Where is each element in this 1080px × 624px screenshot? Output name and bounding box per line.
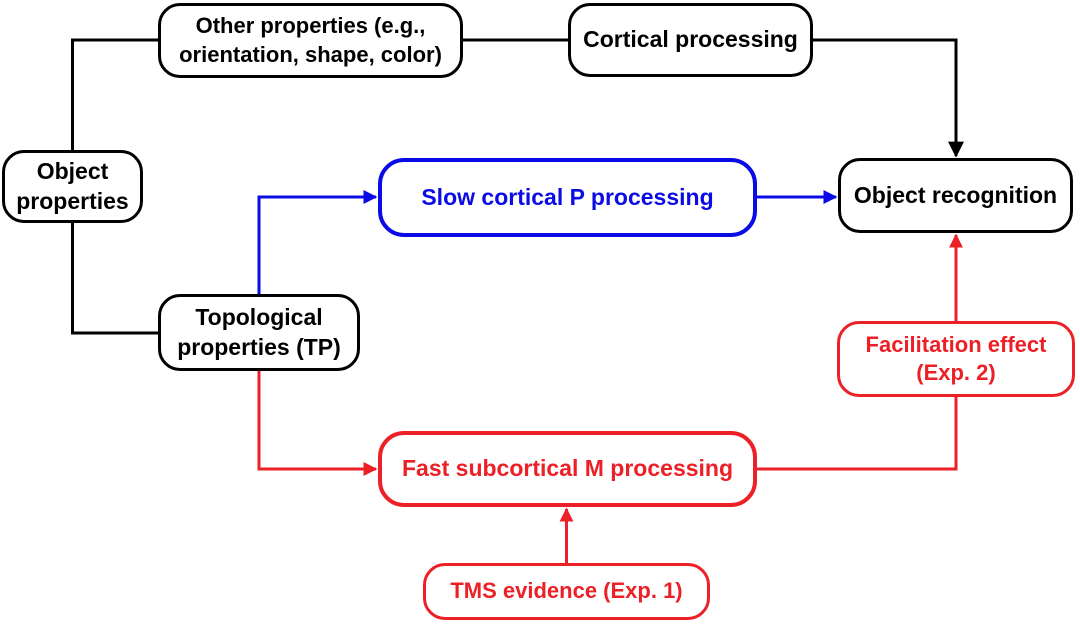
edge-topological-properties-to-fast-subcortical: [257, 371, 378, 476]
node-object-properties-label: Object properties: [16, 158, 129, 214]
node-facilitation-effect-label: Facilitation effect (Exp. 2): [865, 331, 1047, 385]
node-object-recognition: Object recognition: [838, 158, 1073, 233]
node-other-properties-label: Other properties (e.g., orientation, sha…: [179, 13, 442, 67]
node-object-properties: Object properties: [2, 150, 143, 223]
edge-object-properties-to-other-properties: [71, 38, 158, 150]
node-object-recognition-label: Object recognition: [853, 181, 1058, 208]
node-slow-cortical-p-processing: Slow cortical P processing: [378, 158, 757, 237]
node-fast-subcortical-m-processing-label: Fast subcortical M processing: [401, 455, 734, 482]
edge-cortical-processing-to-object-recognition: [813, 38, 964, 158]
node-topological-properties-label: Topological properties (TP): [177, 304, 341, 360]
edge-object-properties-to-topological-properties: [71, 223, 158, 335]
edge-fast-subcortical-to-facilitation-effect: [757, 397, 958, 471]
node-facilitation-effect: Facilitation effect (Exp. 2): [837, 321, 1075, 397]
node-cortical-processing: Cortical processing: [568, 3, 813, 77]
node-other-properties: Other properties (e.g., orientation, sha…: [158, 3, 463, 78]
node-slow-cortical-p-processing-label: Slow cortical P processing: [421, 183, 714, 210]
node-topological-properties: Topological properties (TP): [158, 294, 360, 371]
node-cortical-processing-label: Cortical processing: [583, 26, 798, 53]
node-fast-subcortical-m-processing: Fast subcortical M processing: [378, 431, 757, 507]
node-tms-evidence: TMS evidence (Exp. 1): [423, 563, 710, 620]
edge-topological-properties-to-slow-cortical: [257, 190, 378, 294]
node-tms-evidence-label: TMS evidence (Exp. 1): [450, 578, 683, 604]
